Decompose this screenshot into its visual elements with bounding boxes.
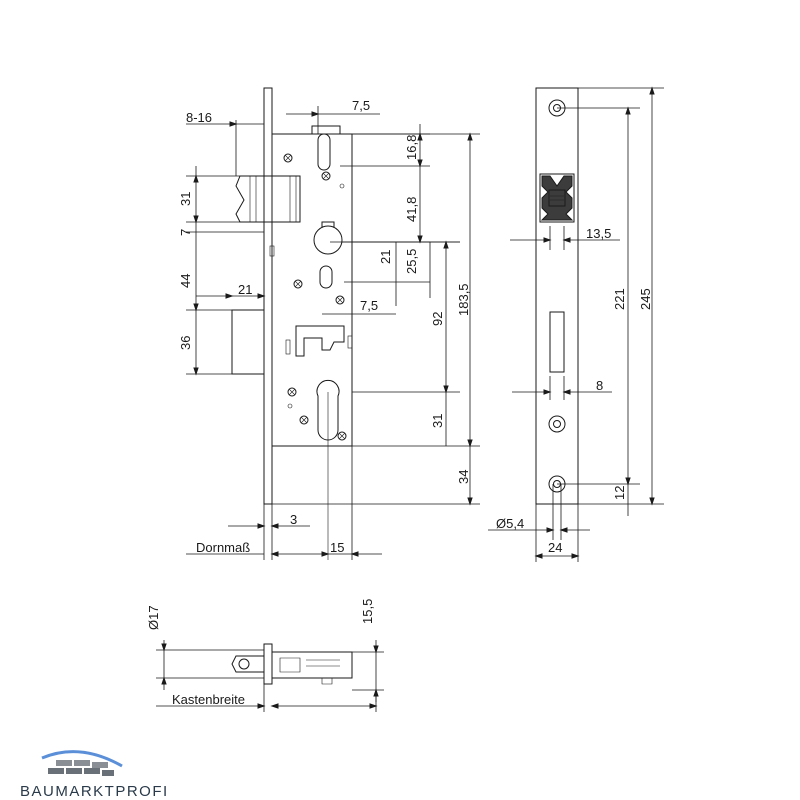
latch-bolt <box>235 175 273 223</box>
dim-21-mid: 21 <box>378 250 393 264</box>
dim-34: 34 <box>456 470 471 484</box>
dim-31-right: 31 <box>430 414 445 428</box>
case-top <box>271 651 353 679</box>
screw-icon <box>321 171 331 181</box>
latch-opening <box>539 173 575 223</box>
dim-44: 44 <box>178 274 193 288</box>
dim-7-5-top: 7,5 <box>352 98 370 113</box>
follower-hole <box>313 225 343 255</box>
dim-7-left: 7 <box>178 229 193 236</box>
faceplate-front-view <box>488 87 664 562</box>
lever-mechanism <box>295 325 345 357</box>
dim-16-8: 16,8 <box>404 135 419 160</box>
dim-221: 221 <box>612 288 627 310</box>
slot-mid <box>319 265 333 289</box>
dim-92: 92 <box>430 312 445 326</box>
dim-183-5: 183,5 <box>456 283 471 316</box>
screw-icon <box>299 415 309 425</box>
dim-21-left: 21 <box>238 282 252 297</box>
dim-13-5: 13,5 <box>586 226 611 241</box>
dim-36: 36 <box>178 336 193 350</box>
lock-case <box>271 133 353 447</box>
dim-12: 12 <box>612 486 627 500</box>
screw-icon <box>335 295 345 305</box>
dim-8: 8 <box>596 378 603 393</box>
kastenbreite-label: Kastenbreite <box>172 692 245 707</box>
latch-face <box>540 175 574 221</box>
dim-25-5: 25,5 <box>404 249 419 274</box>
roof-swoosh-icon <box>41 750 123 768</box>
dim-17: Ø17 <box>146 605 161 630</box>
deadbolt <box>231 309 265 375</box>
deadbolt-opening <box>549 311 565 373</box>
dim-31-left: 31 <box>178 192 193 206</box>
dim-3: 3 <box>290 512 297 527</box>
slot-top <box>317 133 331 171</box>
dim-5-4: Ø5,4 <box>496 516 524 531</box>
screw-icon <box>287 387 297 397</box>
dim-24: 24 <box>548 540 562 555</box>
faceplate-front <box>535 87 579 505</box>
screw-hole-icon <box>548 415 566 433</box>
dim-41-8: 41,8 <box>404 197 419 222</box>
dim-8-16: 8-16 <box>186 110 212 125</box>
screw-icon <box>337 431 347 441</box>
screw-icon <box>283 153 293 163</box>
brand-name: BAUMARKTPROFI <box>20 783 169 800</box>
dim-15: 15 <box>330 540 344 555</box>
dimension-arrows <box>161 86 655 709</box>
dim-15-5: 15,5 <box>360 599 375 624</box>
faceplate-top <box>263 643 273 685</box>
screw-icon <box>293 279 303 289</box>
dim-7-5-mid: 7,5 <box>360 298 378 313</box>
cylinder-hole <box>316 379 340 441</box>
dornmass-label: Dornmaß <box>196 540 250 555</box>
brand-logo: BAUMARKTPROFI <box>20 750 169 800</box>
dimension-labels: 8-16 7,5 16,8 41,8 31 7 21 25,5 44 21 7,… <box>146 98 653 707</box>
latch-top <box>231 655 265 673</box>
dim-245: 245 <box>638 288 653 310</box>
lock-side-view <box>186 87 480 560</box>
